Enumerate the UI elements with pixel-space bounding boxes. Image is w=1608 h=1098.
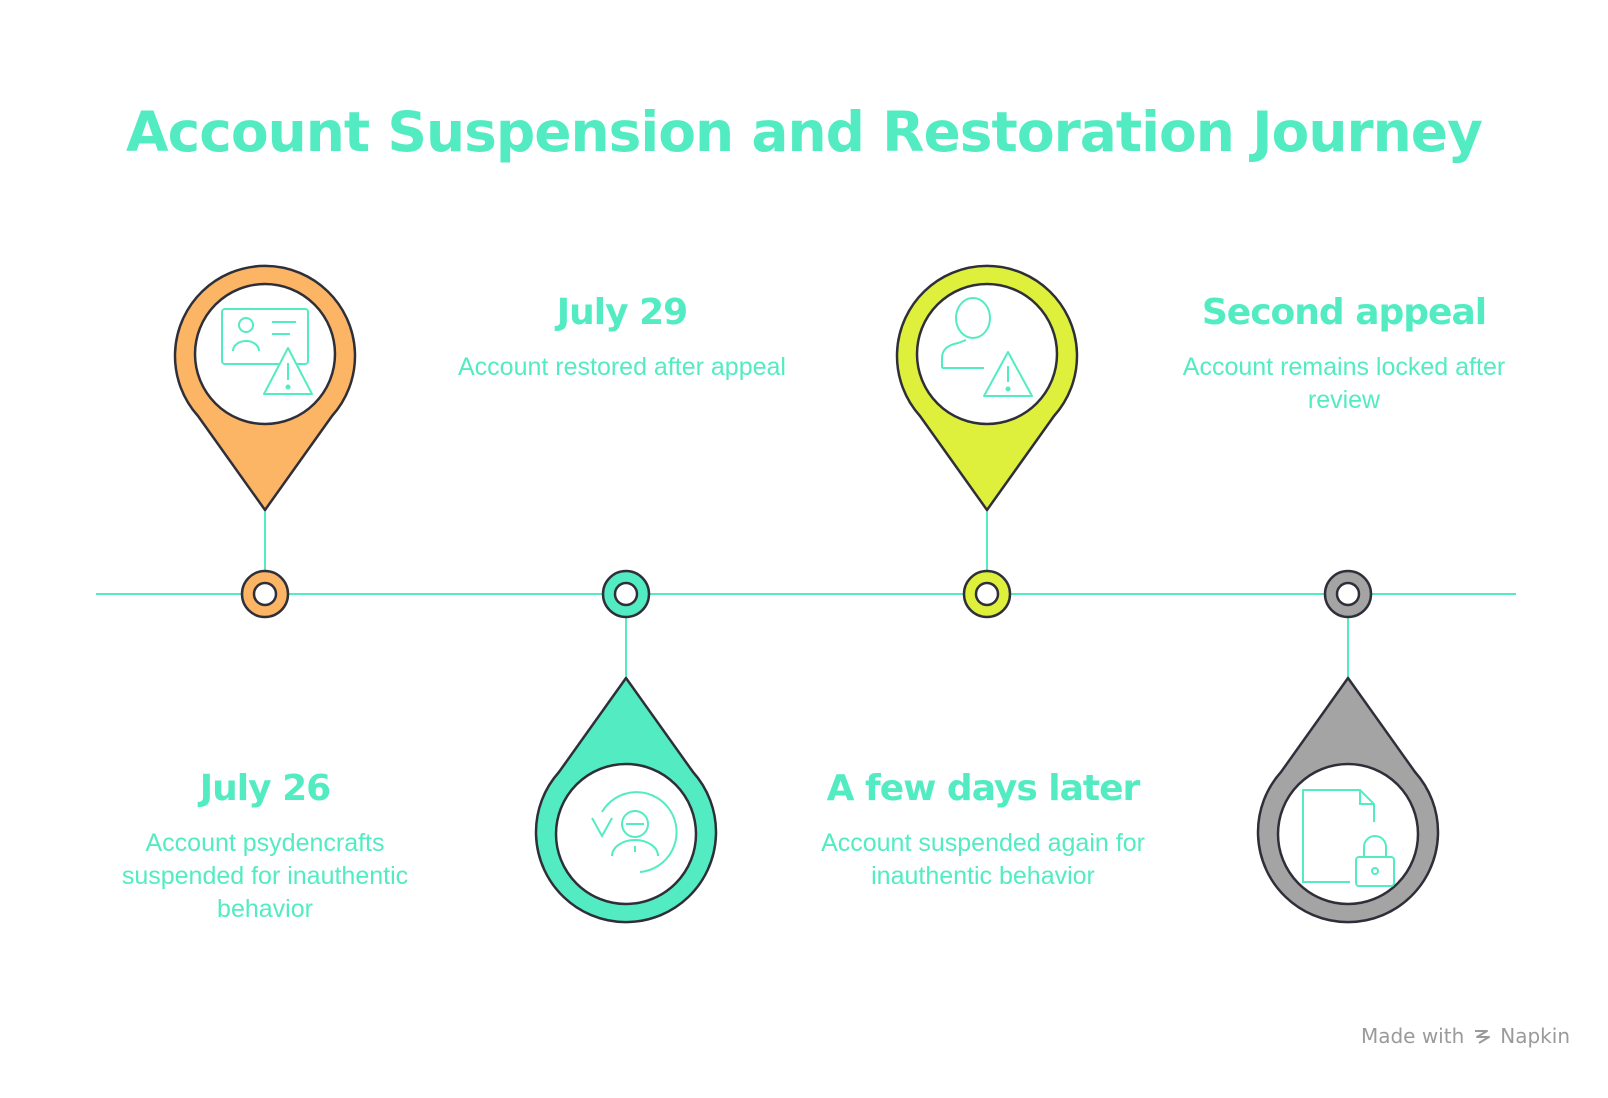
- event-marker-1: [173, 264, 357, 619]
- event-card-4: Second appeal Account remains locked aft…: [1174, 292, 1514, 417]
- event-card-1: July 26 Account psydencrafts suspended f…: [95, 768, 435, 926]
- timeline-node-center: [613, 581, 639, 607]
- id-card-warning-icon: [221, 308, 313, 395]
- locked-document-icon: [1302, 789, 1395, 887]
- pin-inner-circle: [1276, 762, 1420, 906]
- event-card-3: A few days later Account suspended again…: [813, 768, 1153, 893]
- user-restore-icon: [591, 791, 678, 873]
- event-description: Account psydencrafts suspended for inaut…: [121, 829, 409, 923]
- event-heading: July 26: [199, 768, 331, 809]
- timeline-node-center: [1335, 581, 1361, 607]
- watermark-prefix: Made with: [1360, 1024, 1465, 1048]
- event-marker-4: [1256, 569, 1440, 924]
- napkin-logo-icon: [1475, 1030, 1491, 1044]
- event-marker-2: [534, 569, 718, 924]
- event-description: Account remains locked after review: [1182, 353, 1506, 414]
- event-marker-3: [895, 264, 1079, 619]
- event-heading: A few days later: [826, 768, 1141, 809]
- user-warning-icon: [941, 297, 1033, 397]
- event-heading: July 29: [556, 292, 688, 333]
- pin-inner-circle: [193, 282, 337, 426]
- watermark-brand: Napkin: [1500, 1024, 1570, 1048]
- timeline-node-center: [974, 581, 1000, 607]
- event-card-2: July 29 Account restored after appeal: [452, 292, 792, 384]
- timeline-node-center: [252, 581, 278, 607]
- event-description: Account restored after appeal: [458, 353, 786, 381]
- watermark[interactable]: Made with Napkin: [1361, 1024, 1570, 1048]
- event-description: Account suspended again for inauthentic …: [821, 829, 1145, 890]
- page-title: Account Suspension and Restoration Journ…: [126, 100, 1483, 164]
- event-heading: Second appeal: [1201, 292, 1487, 333]
